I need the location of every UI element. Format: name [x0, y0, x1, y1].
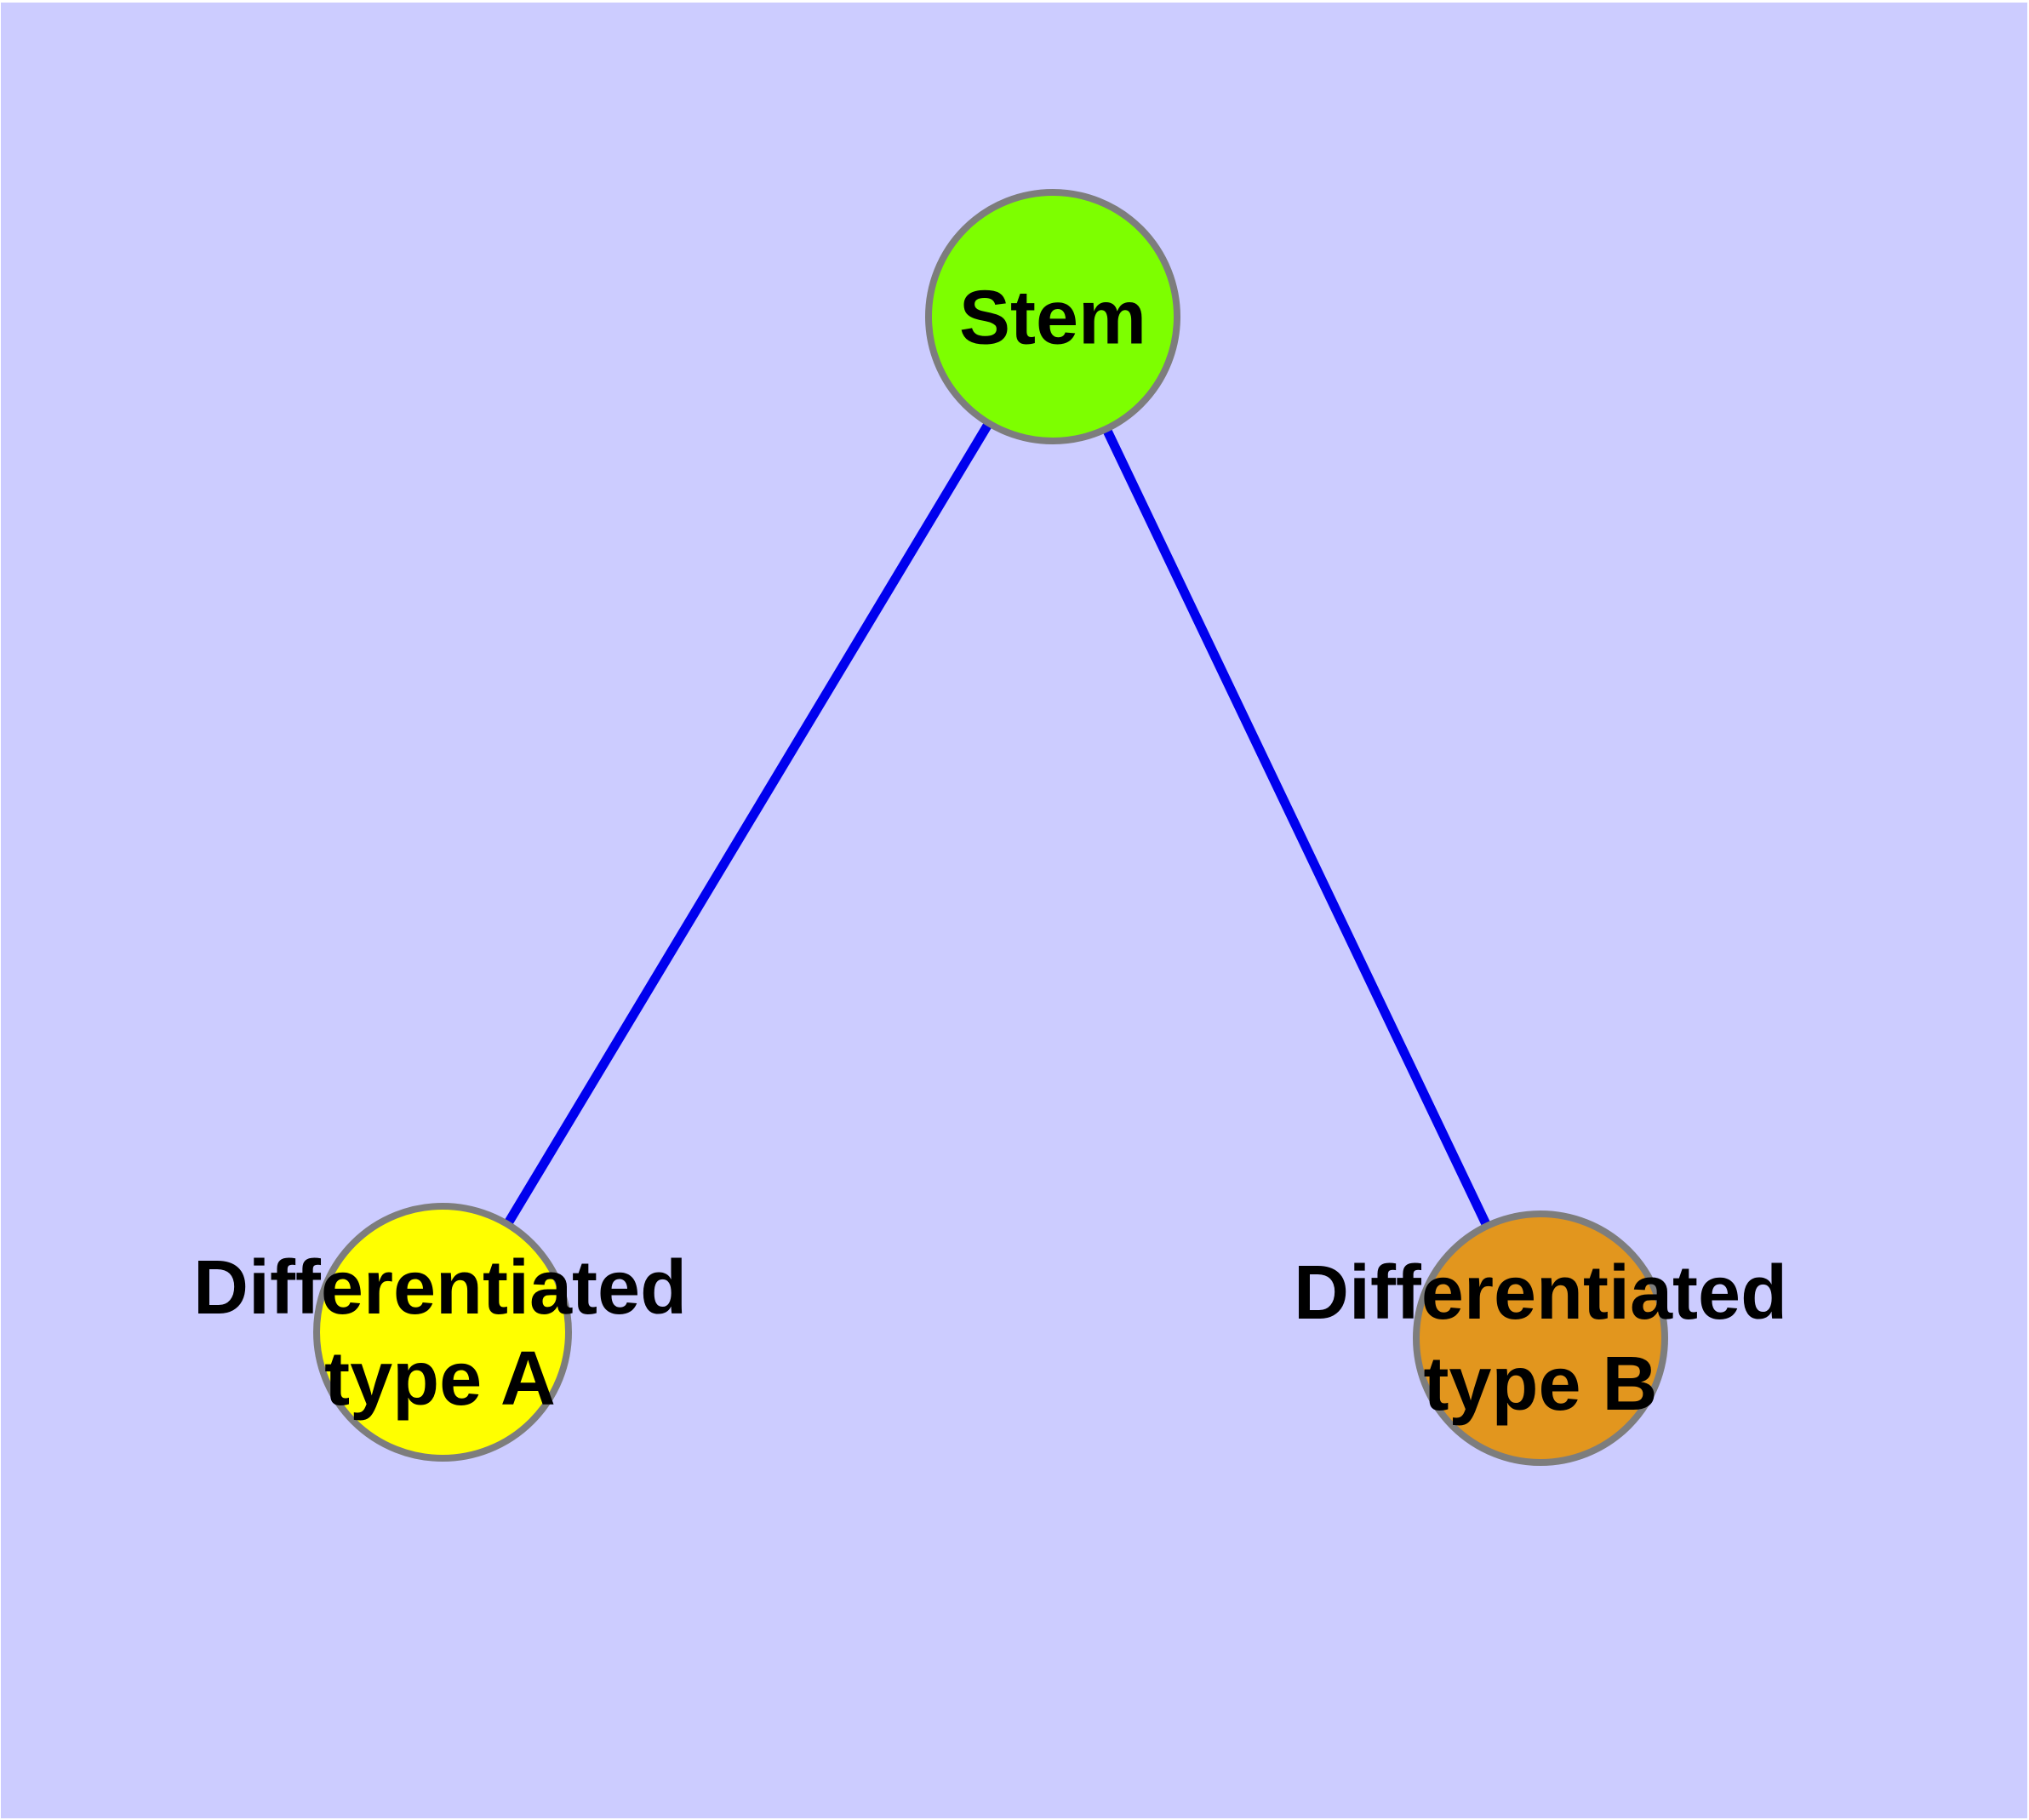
label-line: Differentiated — [192, 1245, 688, 1331]
label-line: type A — [324, 1336, 556, 1422]
edge-stem-to-type-b — [1049, 314, 1545, 1341]
edge-stem-to-type-a — [438, 314, 1057, 1335]
node-label-stem: Stem — [959, 273, 1146, 364]
node-label-differentiated-type-b: Differentiated type B — [1294, 1248, 1787, 1430]
node-label-differentiated-type-a: Differentiated type A — [193, 1243, 687, 1425]
label-line: Differentiated — [1293, 1251, 1788, 1336]
node-differentiated-type-a — [313, 1203, 572, 1462]
label-line: Stem — [958, 275, 1147, 361]
node-stem — [925, 189, 1180, 444]
node-differentiated-type-b — [1413, 1210, 1668, 1466]
label-line: type B — [1423, 1342, 1658, 1427]
